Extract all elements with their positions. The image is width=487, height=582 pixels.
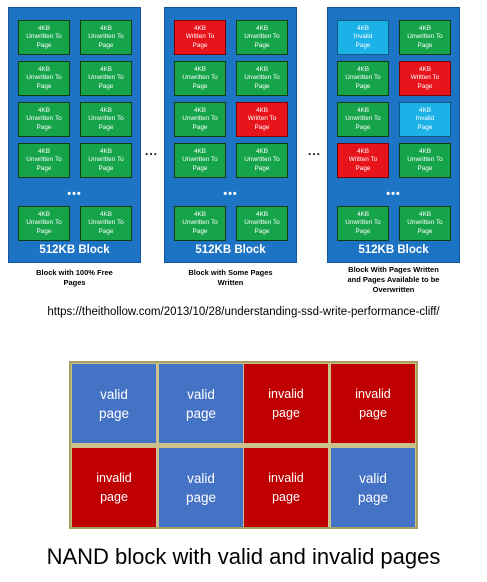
block-caption: Block with 100% Free Pages <box>36 268 113 287</box>
page-free: 4KB Unwritten To Page <box>399 20 451 55</box>
page-written: 4KB Written To Page <box>399 61 451 96</box>
page-free: 4KB Unwritten To Page <box>337 61 389 96</box>
page-free: 4KB Unwritten To Page <box>80 61 132 96</box>
block-label: 512KB Block <box>358 244 429 256</box>
nand-page-invalid: invalid page <box>244 448 328 527</box>
block-ellipsis: ••• <box>67 188 82 200</box>
page-free: 4KB Unwritten To Page <box>18 61 70 96</box>
page-written: 4KB Written To Page <box>337 143 389 178</box>
block-ellipsis: ••• <box>223 188 238 200</box>
page-free: 4KB Unwritten To Page <box>174 102 226 137</box>
page-free: 4KB Unwritten To Page <box>80 20 132 55</box>
nand-caption: NAND block with valid and invalid pages <box>46 544 441 569</box>
page-free: 4KB Unwritten To Page <box>399 143 451 178</box>
page-free: 4KB Unwritten To Page <box>18 20 70 55</box>
page-free: 4KB Unwritten To Page <box>236 20 288 55</box>
page-written: 4KB Written To Page <box>174 20 226 55</box>
page-free: 4KB Unwritten To Page <box>174 206 226 241</box>
page-free: 4KB Unwritten To Page <box>80 102 132 137</box>
between-block-ellipsis: ... <box>145 144 159 158</box>
block-label: 512KB Block <box>39 244 110 256</box>
nand-page-valid: valid page <box>159 364 243 443</box>
page-invalid: 4KB Invalid Page <box>337 20 389 55</box>
block-ellipsis: ••• <box>386 188 401 200</box>
nand-page-valid: valid page <box>331 448 415 527</box>
nand-page-invalid: invalid page <box>244 364 328 443</box>
page-free: 4KB Unwritten To Page <box>174 61 226 96</box>
ssd-block-1: 4KB Unwritten To Page 4KB Unwritten To Pa… <box>8 7 141 263</box>
page-free: 4KB Unwritten To Page <box>337 206 389 241</box>
page-written: 4KB Written To Page <box>236 102 288 137</box>
block-caption: Block With Pages Written and Pages Avail… <box>347 265 440 294</box>
block-label: 512KB Block <box>195 244 266 256</box>
page-free: 4KB Unwritten To Page <box>236 143 288 178</box>
page-free: 4KB Unwritten To Page <box>18 143 70 178</box>
nand-page-invalid: invalid page <box>331 364 415 443</box>
page-free: 4KB Unwritten To Page <box>236 206 288 241</box>
page-free: 4KB Unwritten To Page <box>236 61 288 96</box>
page-free: 4KB Unwritten To Page <box>399 206 451 241</box>
between-block-ellipsis: ... <box>308 144 322 158</box>
block-caption: Block with Some Pages Written <box>188 268 273 287</box>
source-url: https://theithollow.com/2013/10/28/under… <box>47 306 440 318</box>
nand-page-valid: valid page <box>72 364 156 443</box>
page-free: 4KB Unwritten To Page <box>18 102 70 137</box>
page-free: 4KB Unwritten To Page <box>18 206 70 241</box>
page-free: 4KB Unwritten To Page <box>80 143 132 178</box>
page-invalid: 4KB Invalid Page <box>399 102 451 137</box>
nand-page-invalid: invalid page <box>72 448 156 527</box>
page-free: 4KB Unwritten To Page <box>174 143 226 178</box>
ssd-block-3: 4KB Invalid Page 4KB Unwritten To Page 4KB… <box>327 7 460 263</box>
page-free: 4KB Unwritten To Page <box>80 206 132 241</box>
ssd-block-2: 4KB Written To Page 4KB Unwritten To Page… <box>164 7 297 263</box>
nand-page-valid: valid page <box>159 448 243 527</box>
page-free: 4KB Unwritten To Page <box>337 102 389 137</box>
